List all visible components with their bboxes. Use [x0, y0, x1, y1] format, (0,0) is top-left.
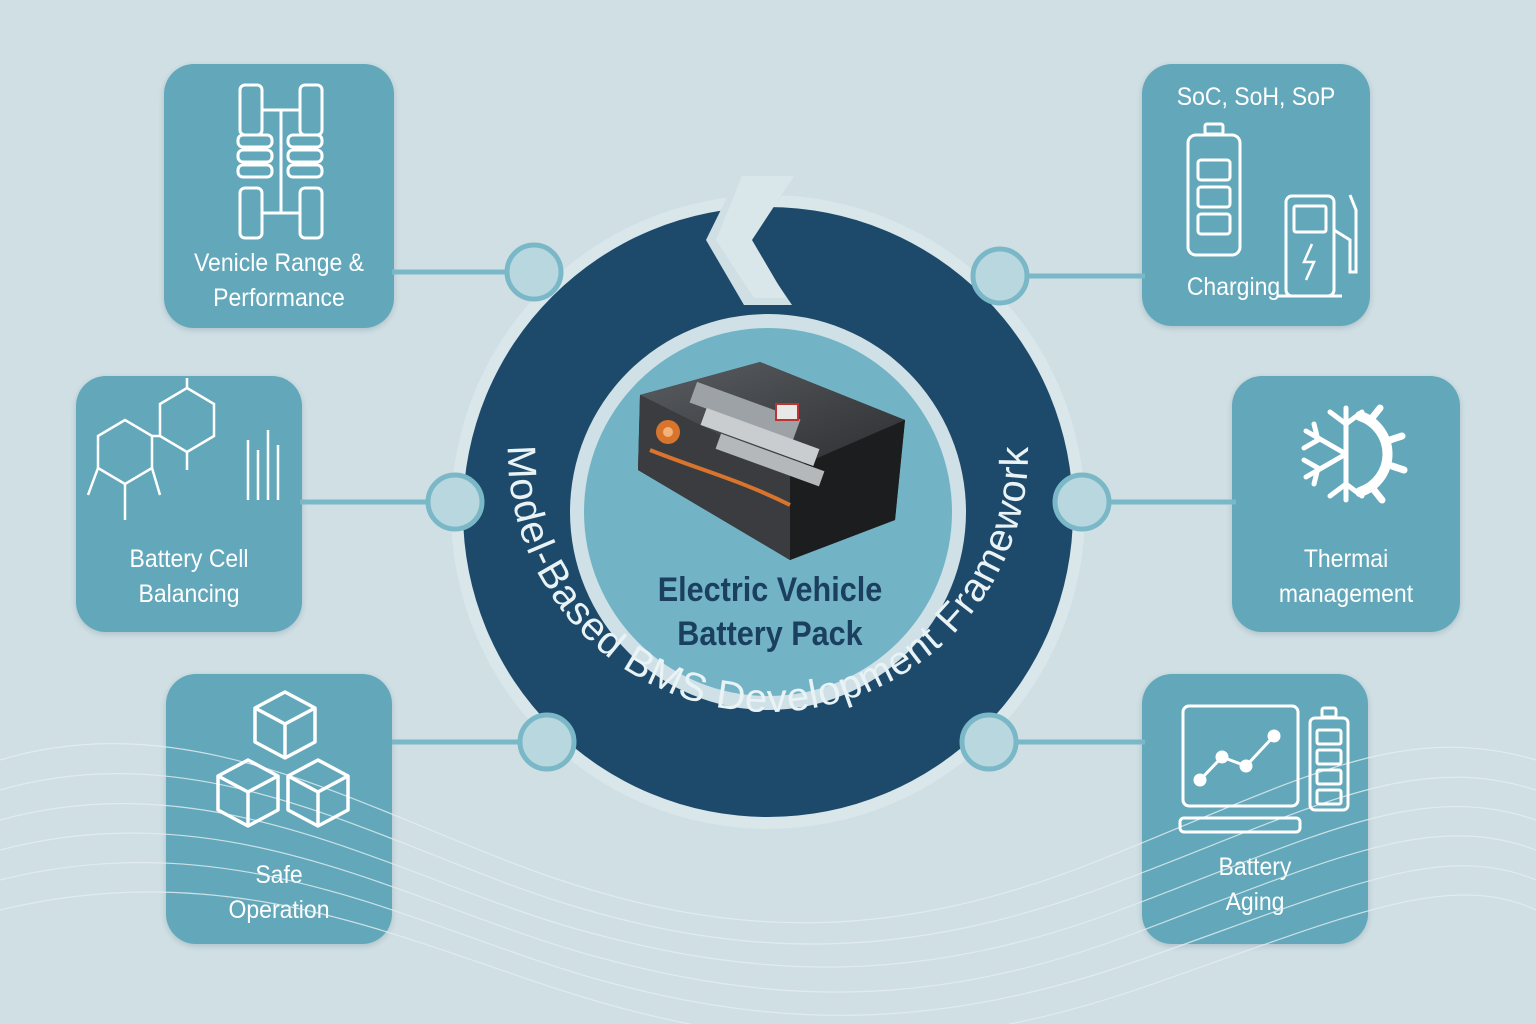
card-battery-aging-label: Battery Aging [1151, 850, 1359, 920]
card-cell-balancing-label: Battery Cell Balancing [85, 542, 293, 612]
snowflake-gear-icon [1301, 404, 1408, 504]
aging-chart-icon [1178, 704, 1350, 834]
label-line1: Safe [255, 861, 303, 889]
label-line1: Thermai [1303, 545, 1389, 573]
center-title-line2: Battery Pack [677, 615, 863, 653]
node-safe-operation [517, 712, 577, 772]
label-line2: Aging [1225, 888, 1285, 916]
node-thermal [1052, 472, 1112, 532]
label-line1: Battery Cell [129, 545, 249, 573]
framework-ring [451, 175, 1085, 829]
card-vehicle-range: Venicle Range & Performance [164, 64, 394, 328]
card-thermal-label: Thermai management [1241, 542, 1451, 612]
battery-pack-image [638, 362, 905, 560]
vehicle-chassis-icon [236, 83, 324, 240]
label-line2: management [1278, 580, 1414, 608]
card-soc-heading: SoC, SoH, SoP [1176, 83, 1336, 111]
label-line1: Battery [1218, 853, 1292, 881]
node-soc [970, 246, 1030, 306]
card-battery-aging: Battery Aging [1142, 674, 1368, 944]
node-cell-balancing [425, 472, 485, 532]
card-cell-balancing: Battery Cell Balancing [76, 376, 302, 632]
card-vehicle-range-label: Venicle Range & Performance [173, 246, 385, 316]
card-soc-soh-sop: SoC, SoH, SoP Charging [1142, 64, 1370, 326]
center-title: Electric Vehicle Battery Pack [617, 568, 923, 656]
node-vehicle-range [504, 242, 564, 302]
connector-lines [300, 269, 1236, 745]
charging-station-icon [1186, 122, 1358, 298]
ring-nodes [425, 242, 1112, 772]
label-line1: Venicle Range & [193, 249, 365, 277]
node-aging [959, 712, 1019, 772]
card-thermal: Thermai management [1232, 376, 1460, 632]
card-soc-charging-label: Charging [1186, 273, 1281, 301]
card-safe-operation: Safe Operation [166, 674, 392, 944]
stacked-cubes-icon [216, 690, 350, 828]
center-title-line1: Electric Vehicle [657, 571, 883, 609]
label-line2: Performance [213, 284, 345, 312]
hexagon-molecule-icon [86, 378, 280, 520]
card-safe-operation-label: Safe Operation [175, 858, 383, 928]
label-line2: Operation [228, 896, 330, 924]
background-waves [0, 743, 1536, 1024]
label-line2: Balancing [138, 580, 240, 608]
